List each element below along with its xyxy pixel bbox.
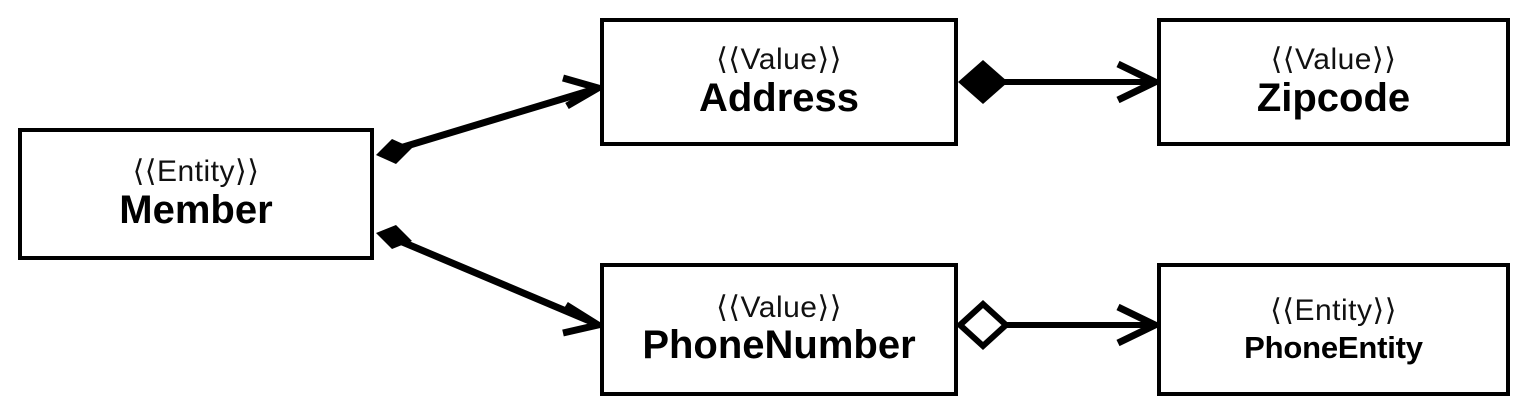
stereotype-label: ⟨⟨Entity⟩⟩ [132,155,260,189]
class-name-label: PhoneNumber [642,323,916,368]
open-arrowhead [1116,60,1164,104]
edge-line [398,86,594,152]
edge-member-address[interactable] [376,74,607,164]
open-arrowhead [1116,303,1164,347]
open-arrowhead [562,302,608,337]
edge-line [398,237,594,326]
class-box-phonenumber[interactable]: ⟨⟨Value⟩⟩ PhoneNumber [600,263,958,396]
open-arrowhead [562,74,607,110]
stereotype-label: ⟨⟨Entity⟩⟩ [1270,293,1397,327]
class-box-address[interactable]: ⟨⟨Value⟩⟩ Address [600,18,958,146]
edge-member-phonenumber[interactable] [376,225,608,337]
stereotype-label: ⟨⟨Value⟩⟩ [716,290,842,324]
composition-diamond-filled [376,225,412,249]
class-name-label: PhoneEntity [1244,330,1423,366]
class-box-member[interactable]: ⟨⟨Entity⟩⟩ Member [18,128,374,260]
class-box-zipcode[interactable]: ⟨⟨Value⟩⟩ Zipcode [1157,18,1510,146]
edge-address-zipcode[interactable] [958,60,1164,104]
composition-diamond-filled [958,60,1008,104]
class-box-phoneentity[interactable]: ⟨⟨Entity⟩⟩ PhoneEntity [1157,263,1510,396]
class-name-label: Zipcode [1256,75,1411,120]
stereotype-label: ⟨⟨Value⟩⟩ [1270,43,1397,77]
class-name-label: Address [698,75,860,120]
aggregation-diamond-hollow [955,299,1011,351]
composition-diamond-filled [376,139,412,164]
class-name-label: Member [119,187,273,232]
edge-phonenumber-phoneentity[interactable] [955,299,1164,351]
stereotype-label: ⟨⟨Value⟩⟩ [716,43,842,77]
